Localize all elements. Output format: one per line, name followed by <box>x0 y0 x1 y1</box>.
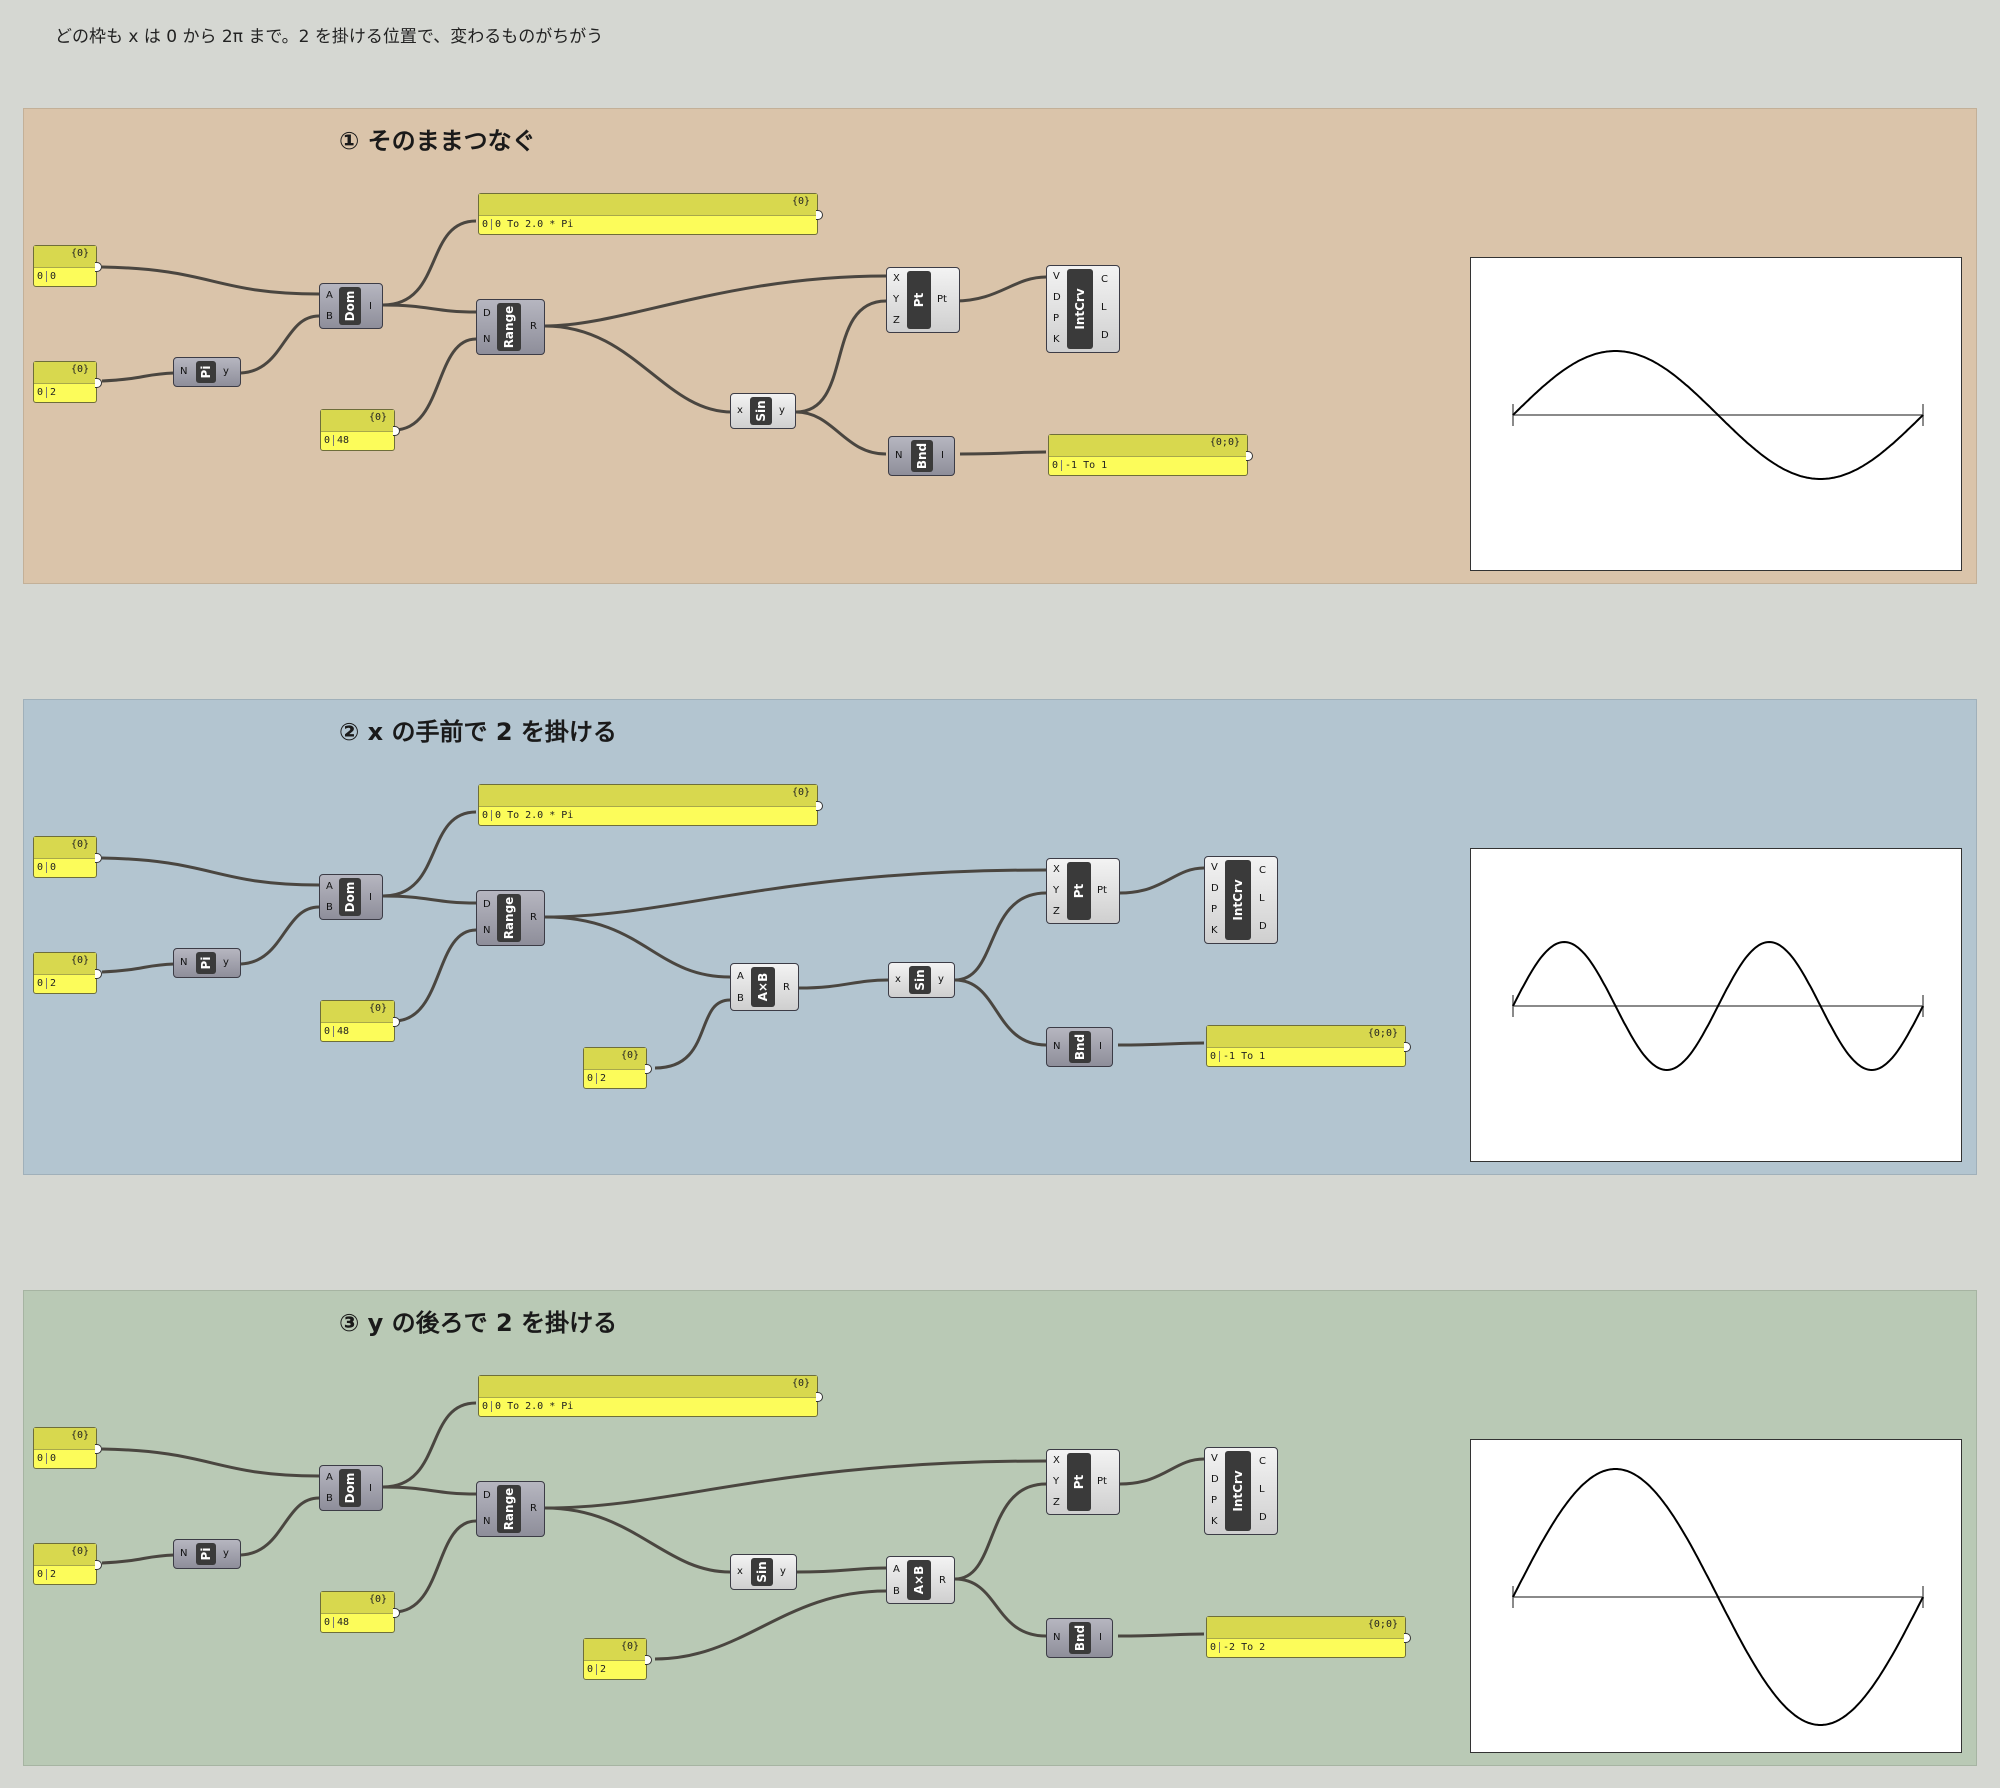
range-component[interactable]: D N Range R <box>476 890 545 946</box>
interpolate-curve-component[interactable]: V D P K IntCrv C L D <box>1204 856 1278 944</box>
output-grip[interactable] <box>95 262 102 272</box>
preview-viewport[interactable] <box>1470 257 1962 571</box>
sine-component[interactable]: x Sin y <box>730 1554 797 1590</box>
wires <box>101 810 1205 1070</box>
preview-viewport[interactable] <box>1470 1439 1962 1753</box>
range-component[interactable]: D N Range R <box>476 1481 545 1537</box>
sine-curve <box>1512 350 1924 480</box>
output-grip[interactable] <box>95 969 102 979</box>
interpolate-curve-component[interactable]: V D P K IntCrv C L D <box>1204 1447 1278 1535</box>
interpolate-curve-component[interactable]: V D P K IntCrv C L D <box>1046 265 1120 353</box>
wave-preview <box>1512 350 1924 480</box>
multiply-component[interactable]: A B A×B R <box>730 963 799 1011</box>
pi-component[interactable]: N Pi y <box>173 948 241 978</box>
output-grip[interactable] <box>1404 1633 1411 1643</box>
output-grip[interactable] <box>95 1560 102 1570</box>
output-grip[interactable] <box>393 1608 400 1618</box>
pi-component[interactable]: N Pi y <box>173 1539 241 1569</box>
output-grip[interactable] <box>1246 451 1253 461</box>
output-grip[interactable] <box>95 378 102 388</box>
bounds-component[interactable]: N Bnd I <box>888 436 955 476</box>
output-grip[interactable] <box>816 1392 823 1402</box>
bounds-panel[interactable]: {0;0} 0-1 To 1 <box>1048 434 1253 476</box>
construct-point-component[interactable]: X Y Z Pt Pt <box>886 267 960 333</box>
wave-preview <box>1512 1468 1924 1726</box>
wires <box>101 1401 1205 1661</box>
output-grip[interactable] <box>645 1064 652 1074</box>
construct-point-component[interactable]: X Y Z Pt Pt <box>1046 1449 1120 1515</box>
group-title: ② x の手前で 2 を掛ける <box>339 718 617 746</box>
range-component[interactable]: D N Range R <box>476 299 545 355</box>
output-grip[interactable] <box>816 801 823 811</box>
sine-curve <box>1512 940 1924 1072</box>
group-title: ① そのままつなぐ <box>339 127 536 155</box>
domain-component[interactable]: A B Dom I <box>319 874 383 920</box>
bounds-component[interactable]: N Bnd I <box>1046 1618 1113 1658</box>
sine-component[interactable]: x Sin y <box>888 962 955 998</box>
bounds-panel[interactable]: {0;0} 0-2 To 2 <box>1206 1616 1411 1658</box>
output-grip[interactable] <box>645 1655 652 1665</box>
construct-point-component[interactable]: X Y Z Pt Pt <box>1046 858 1120 924</box>
pi-component[interactable]: N Pi y <box>173 357 241 387</box>
multiply-component[interactable]: A B A×B R <box>886 1556 955 1604</box>
output-grip[interactable] <box>95 853 102 863</box>
domain-component[interactable]: A B Dom I <box>319 1465 383 1511</box>
sine-curve <box>1512 1468 1924 1726</box>
sine-component[interactable]: x Sin y <box>730 393 796 429</box>
preview-viewport[interactable] <box>1470 848 1962 1162</box>
group-title: ③ y の後ろで 2 を掛ける <box>339 1309 618 1337</box>
output-grip[interactable] <box>393 426 400 436</box>
canvas-caption: どの枠も x は 0 から 2π まで。2 を掛ける位置で、変わるものがちがう <box>55 27 604 47</box>
output-grip[interactable] <box>816 210 823 220</box>
wires <box>101 219 1047 456</box>
bounds-component[interactable]: N Bnd I <box>1046 1027 1113 1067</box>
output-grip[interactable] <box>1404 1042 1411 1052</box>
output-grip[interactable] <box>393 1017 400 1027</box>
domain-component[interactable]: A B Dom I <box>319 283 383 329</box>
bounds-panel[interactable]: {0;0} 0-1 To 1 <box>1206 1025 1411 1067</box>
output-grip[interactable] <box>95 1444 102 1454</box>
wave-preview <box>1512 940 1924 1072</box>
